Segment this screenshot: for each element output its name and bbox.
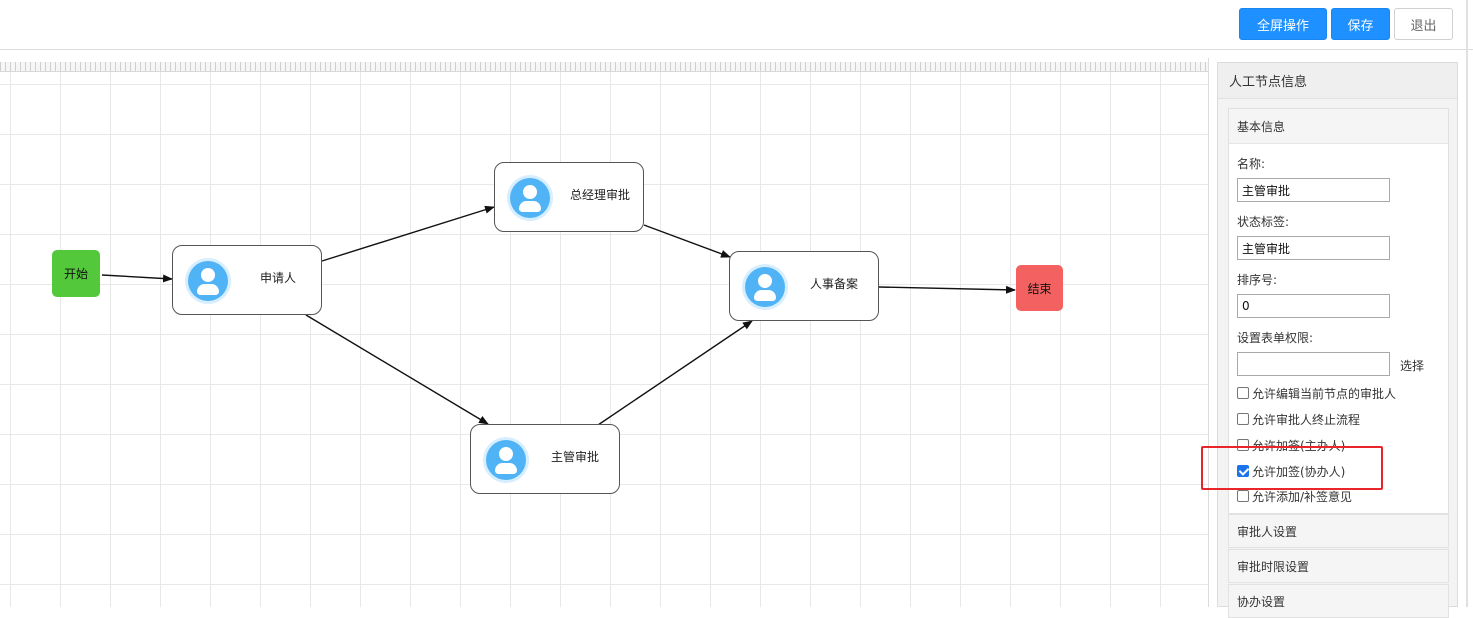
checkbox-label: 允许加签(协办人) bbox=[1252, 464, 1346, 479]
node-label: 主管审批 bbox=[551, 450, 600, 464]
scrollbar-edge bbox=[1466, 0, 1468, 607]
user-avatar-icon bbox=[188, 261, 228, 301]
checkbox-row[interactable]: 允许加签(协办人) bbox=[1237, 462, 1345, 480]
order-input[interactable]: 0 bbox=[1237, 294, 1390, 318]
basic-info-section: 基本信息 名称: 主管审批 状态标签: 主管审批 排序号: 0 设置表单权限: … bbox=[1228, 108, 1449, 514]
form-permission-input[interactable] bbox=[1237, 352, 1390, 376]
start-node[interactable]: 开始 bbox=[52, 250, 100, 297]
name-label: 名称: bbox=[1237, 157, 1266, 171]
user-avatar-icon bbox=[745, 267, 785, 307]
status-input[interactable]: 主管审批 bbox=[1237, 236, 1390, 260]
checkbox-checked[interactable] bbox=[1237, 465, 1249, 477]
checkbox-label: 允许审批人终止流程 bbox=[1252, 412, 1361, 427]
approver-settings-section[interactable]: 审批人设置 bbox=[1228, 514, 1449, 548]
panel-title: 人工节点信息 bbox=[1218, 63, 1457, 99]
select-link[interactable]: 选择 bbox=[1400, 359, 1425, 373]
user-avatar-icon bbox=[510, 178, 550, 218]
checkbox-row[interactable]: 允许编辑当前节点的审批人 bbox=[1237, 384, 1396, 402]
checkbox-label: 允许添加/补签意见 bbox=[1252, 489, 1353, 504]
horizontal-ruler bbox=[0, 62, 1208, 72]
checkbox[interactable] bbox=[1237, 413, 1249, 425]
node-gm-approval[interactable]: 总经理审批 bbox=[494, 162, 644, 232]
status-label: 状态标签: bbox=[1237, 215, 1290, 229]
end-node-label: 结束 bbox=[1027, 281, 1052, 296]
fullscreen-button[interactable]: 全屏操作 bbox=[1239, 8, 1327, 40]
exit-button[interactable]: 退出 bbox=[1394, 8, 1453, 40]
checkbox-label: 允许加签(主办人) bbox=[1252, 438, 1346, 453]
checkbox-row[interactable]: 允许添加/补签意见 bbox=[1237, 487, 1352, 505]
node-properties-panel: 人工节点信息 基本信息 名称: 主管审批 状态标签: 主管审批 排序号: 0 设… bbox=[1217, 62, 1458, 618]
node-label: 人事备案 bbox=[810, 277, 859, 291]
checkbox[interactable] bbox=[1237, 387, 1249, 399]
save-button[interactable]: 保存 bbox=[1331, 8, 1390, 40]
node-applicant[interactable]: 申请人 bbox=[172, 245, 322, 315]
top-toolbar: 全屏操作 保存 退出 bbox=[0, 0, 1473, 50]
checkbox-label: 允许编辑当前节点的审批人 bbox=[1252, 386, 1397, 401]
checkbox[interactable] bbox=[1237, 490, 1249, 502]
assist-settings-section[interactable]: 协办设置 bbox=[1228, 584, 1449, 618]
node-label: 申请人 bbox=[260, 271, 297, 285]
user-avatar-icon bbox=[486, 440, 526, 480]
order-label: 排序号: bbox=[1237, 273, 1278, 287]
form-permission-label: 设置表单权限: bbox=[1237, 331, 1314, 345]
checkbox[interactable] bbox=[1237, 439, 1249, 451]
end-node[interactable]: 结束 bbox=[1016, 265, 1063, 311]
checkbox-row[interactable]: 允许审批人终止流程 bbox=[1237, 410, 1360, 428]
node-hr-record[interactable]: 人事备案 bbox=[729, 251, 879, 321]
basic-info-header[interactable]: 基本信息 bbox=[1229, 109, 1448, 144]
node-label: 总经理审批 bbox=[570, 188, 631, 202]
flow-canvas-grid[interactable] bbox=[0, 72, 1208, 607]
node-supervisor-approval[interactable]: 主管审批 bbox=[470, 424, 620, 494]
checkbox-row[interactable]: 允许加签(主办人) bbox=[1237, 436, 1345, 454]
time-limit-settings-section[interactable]: 审批时限设置 bbox=[1228, 549, 1449, 583]
start-node-label: 开始 bbox=[63, 267, 88, 281]
canvas-divider bbox=[1208, 58, 1209, 607]
name-input[interactable]: 主管审批 bbox=[1237, 178, 1390, 202]
